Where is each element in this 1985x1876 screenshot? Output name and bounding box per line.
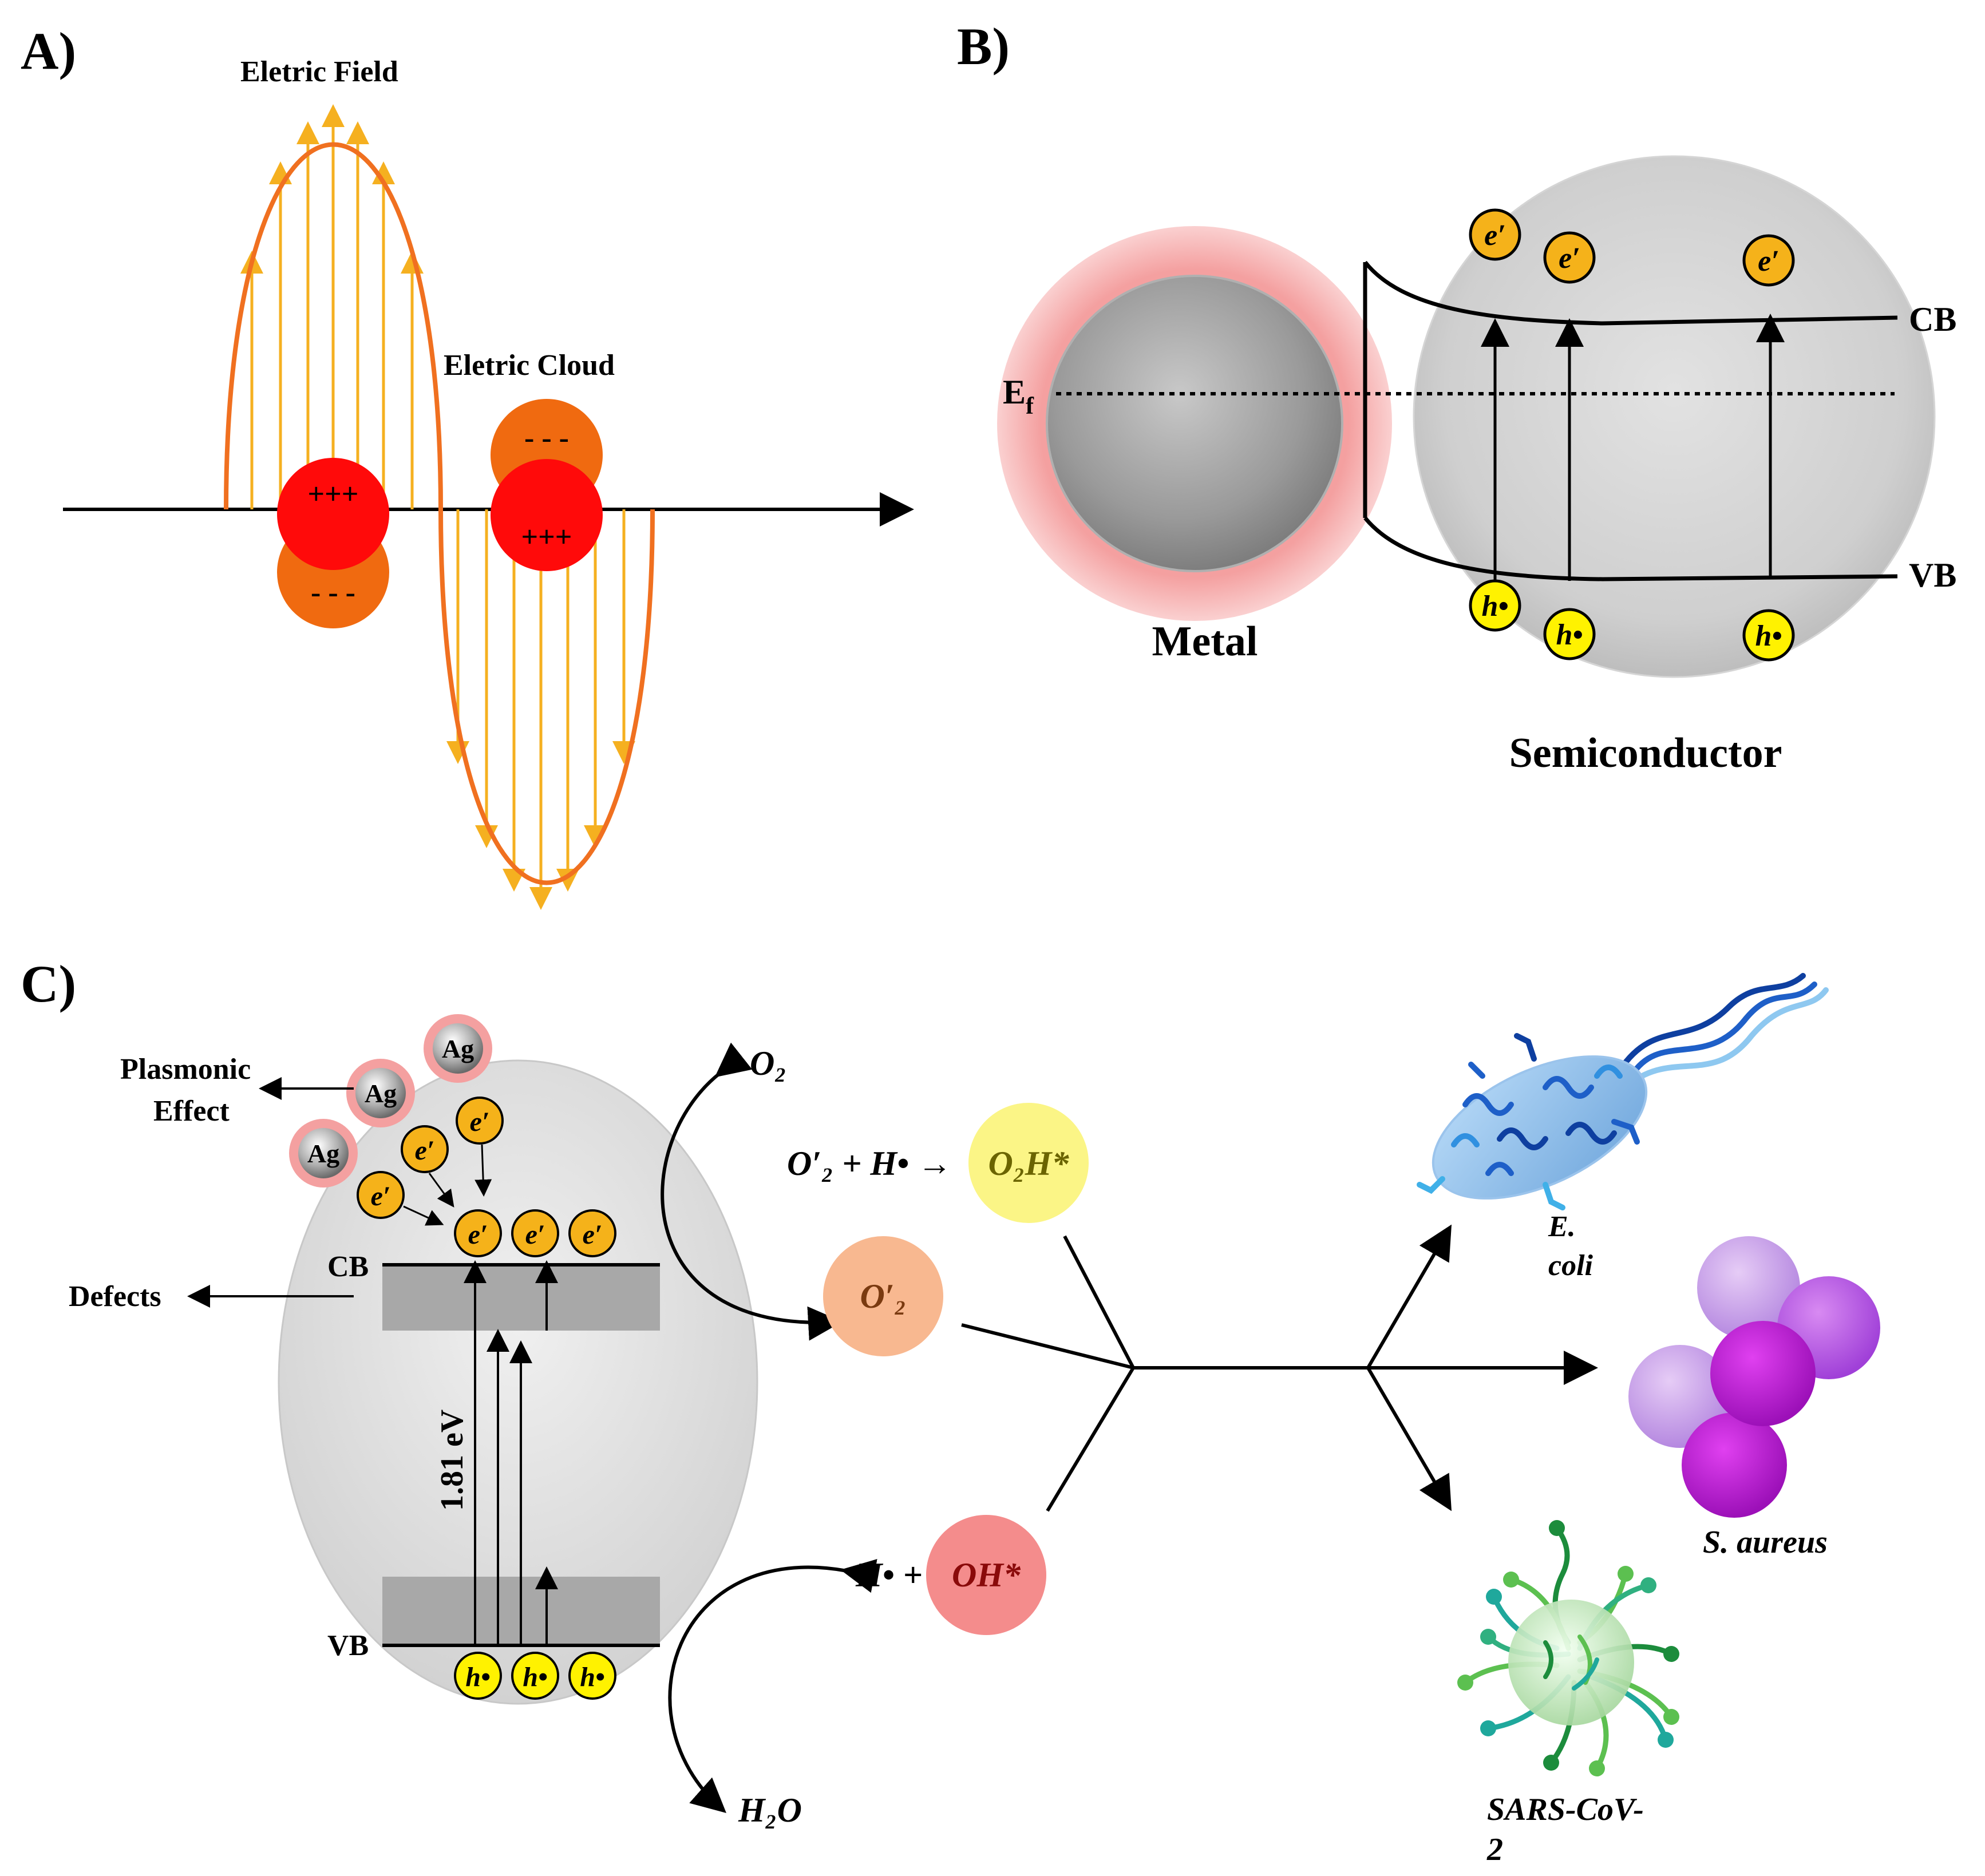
panel-a-letter: A) (21, 22, 76, 80)
superoxide-label: O′₂ (860, 1277, 906, 1315)
water-oxidation-arrow (668, 1559, 877, 1813)
semiconductor-sphere (1413, 155, 1936, 678)
metal-sphere (1046, 275, 1343, 572)
excitation-arrows-b (1481, 314, 1785, 581)
conduction-band (382, 1265, 660, 1331)
svg-text:h•: h• (465, 1662, 491, 1692)
band-gap-label: 1.81 eV (434, 1410, 470, 1511)
svg-text:e′: e′ (1559, 242, 1580, 275)
svg-text:e′: e′ (525, 1220, 545, 1250)
electric-field-label: Eletric Field (240, 56, 398, 88)
semiconductor-label: Semiconductor (1509, 730, 1782, 777)
panel-c-letter: C) (21, 955, 76, 1013)
svg-text:e′: e′ (371, 1181, 391, 1212)
positive-sign-left: +++ (308, 478, 359, 510)
superoxide-bubble (823, 1236, 943, 1356)
svg-text:Ag: Ag (442, 1034, 474, 1063)
ecoli-label-1: E. (1548, 1210, 1576, 1243)
positive-sign-right: +++ (521, 521, 572, 553)
cb-label-b: CB (1909, 300, 1956, 338)
sars-label-1: SARS-CoV- (1487, 1792, 1644, 1827)
svg-text:e′: e′ (415, 1135, 435, 1166)
field-arrows-down (446, 509, 635, 910)
flow-lines (961, 1235, 1368, 1512)
plasmonic-label-1: Plasmonic (120, 1053, 251, 1086)
svg-text:Ag: Ag (365, 1079, 397, 1108)
cb-label-c: CB (327, 1250, 369, 1283)
saureus-label: S. aureus (1703, 1525, 1828, 1560)
vb-label-c: VB (327, 1629, 369, 1662)
excitation-arrows-c (464, 1260, 558, 1645)
fermi-level-label: Ef (1003, 373, 1034, 419)
target-arrows (1366, 1224, 1598, 1511)
hydroxyl-bubble (926, 1515, 1046, 1635)
ag-nanoparticles: Ag Ag Ag (289, 1014, 492, 1188)
positive-charge-left (277, 458, 389, 570)
o2h-label: O₂H* (988, 1145, 1070, 1182)
panel-b-letter: B) (957, 17, 1010, 76)
electric-cloud-label: Eletric Cloud (444, 349, 615, 382)
svg-text:e′: e′ (470, 1107, 490, 1137)
sars-cov-2-icon (1457, 1520, 1679, 1776)
defects-label: Defects (69, 1280, 161, 1313)
holes-b: h• h• h• (1469, 579, 1795, 662)
panel-c: C) CB VB 1.81 eV Defects Ag Ag (21, 955, 1880, 1867)
svg-text:Ag: Ag (307, 1139, 339, 1168)
spike-tips (1457, 1520, 1679, 1776)
electric-field-wave (224, 142, 655, 885)
svg-text:h•: h• (523, 1662, 548, 1692)
o2-reduction-arrow (661, 1042, 843, 1341)
plasmonic-label-2: Effect (153, 1095, 230, 1127)
ecoli-icon (1417, 973, 1829, 1210)
hydroxyl-label: OH* (952, 1556, 1021, 1594)
svg-text:e′: e′ (1758, 245, 1780, 278)
svg-text:h•: h• (1755, 620, 1782, 652)
metal-label: Metal (1152, 618, 1258, 665)
panel-b: B) Ef CB VB Metal Semiconductor e′ e′ e (957, 17, 1956, 777)
electrons-b: e′ e′ e′ (1469, 208, 1795, 287)
o2-label: O₂ (750, 1044, 786, 1082)
positive-charge-right (491, 459, 603, 571)
o2h-bubble (968, 1103, 1089, 1223)
sars-label-2: 2 (1486, 1832, 1503, 1867)
superoxide-reaction-label: O′₂ + H• → (787, 1145, 952, 1182)
panel-a: A) Eletric Field Eletric Cloud (21, 22, 914, 910)
injected-electrons: e′ e′ e′ (357, 1097, 504, 1219)
vb-label-b: VB (1909, 556, 1956, 594)
photocatalyst-particle (278, 1059, 758, 1705)
injection-arrows (403, 1144, 492, 1226)
field-arrows-up (240, 104, 424, 509)
h2o-label: H₂O (738, 1791, 802, 1829)
svg-text:e′: e′ (468, 1220, 488, 1250)
negative-sign-right: - - - (524, 422, 569, 454)
saureus-icon (1628, 1236, 1880, 1518)
vb-holes: h• h• h• (454, 1652, 616, 1700)
svg-text:h•: h• (1481, 590, 1508, 623)
svg-text:h•: h• (580, 1662, 605, 1692)
svg-text:h•: h• (1556, 619, 1583, 651)
cb-electrons: e′ e′ e′ (454, 1209, 616, 1257)
svg-text:e′: e′ (1484, 219, 1506, 252)
negative-sign-left: - - - (311, 576, 355, 609)
hydrogen-radical-label: H• + (855, 1556, 923, 1594)
ecoli-label-2: coli (1548, 1249, 1593, 1282)
svg-text:e′: e′ (583, 1220, 603, 1250)
